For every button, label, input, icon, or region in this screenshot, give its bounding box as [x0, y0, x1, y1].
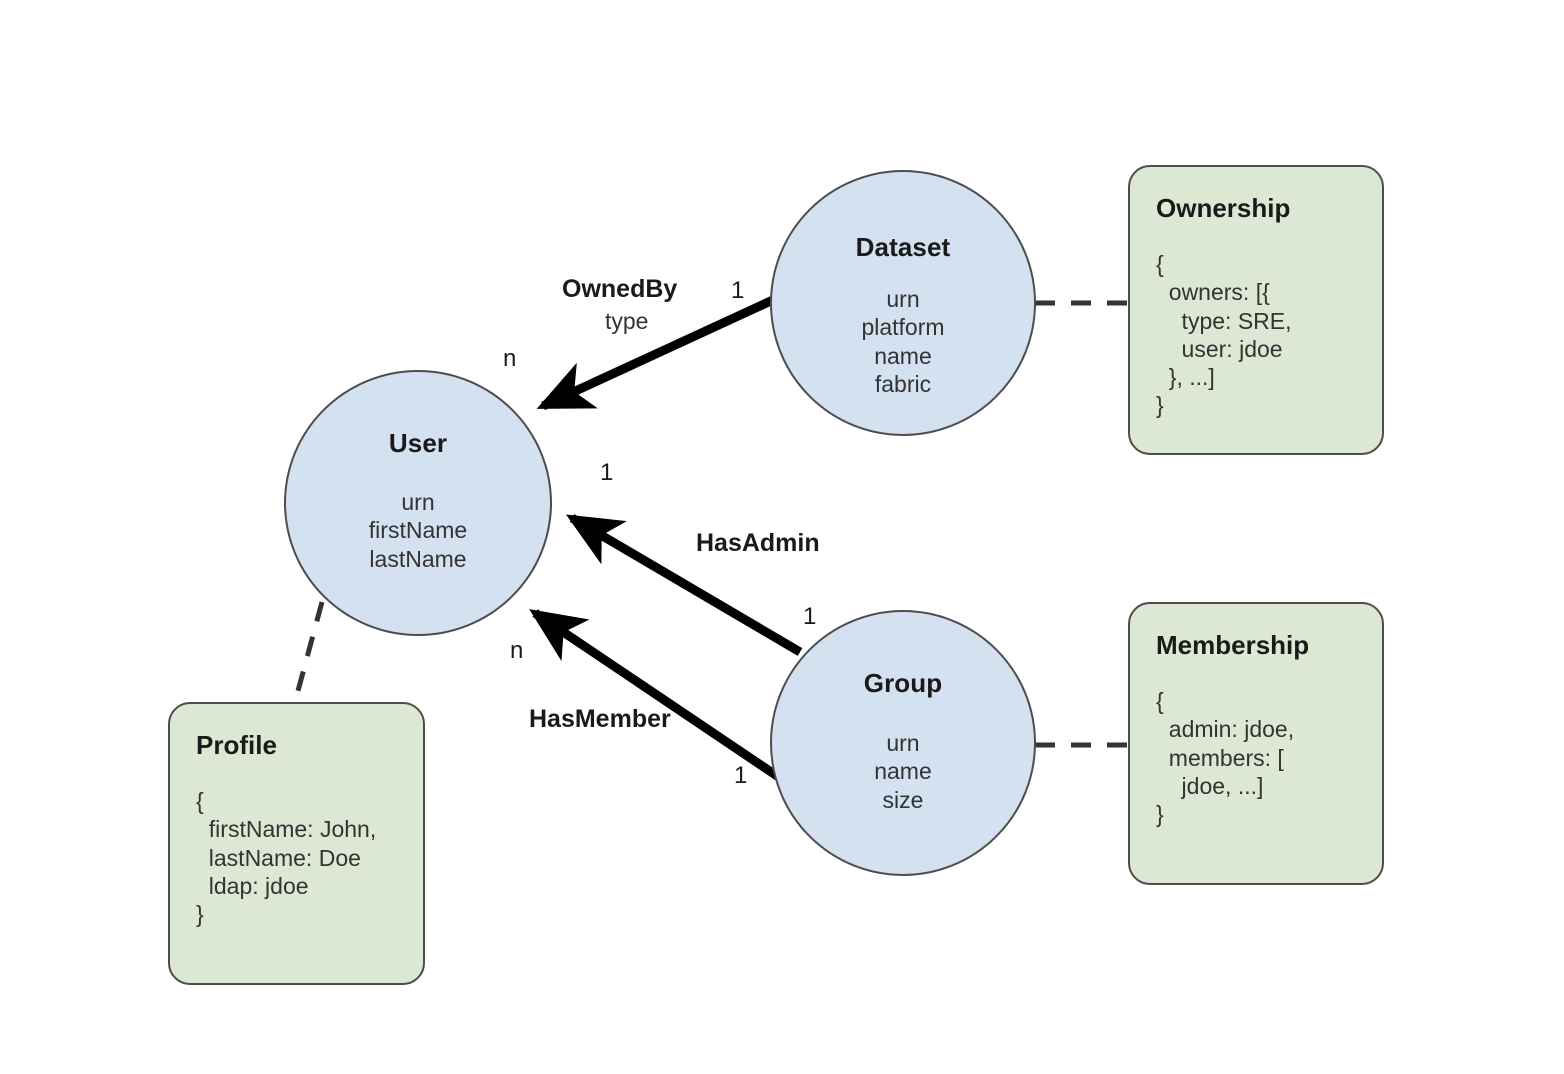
entity-user-title: User	[388, 428, 448, 458]
entity-dataset[interactable]: Dataset urn platform name fabric	[770, 170, 1036, 436]
entity-dataset-attributes: urn platform name fabric	[861, 286, 945, 397]
aspect-membership-body: { admin: jdoe, members: [ jdoe, ...] }	[1156, 688, 1295, 828]
edge-sublabel-ownedby-type: type	[605, 308, 649, 334]
edge-label-hasadmin: HasAdmin	[696, 529, 820, 557]
aspect-link-user-profile	[292, 601, 325, 703]
entity-group-title: Group	[863, 668, 943, 698]
aspect-profile-title: Profile	[196, 730, 277, 760]
aspect-ownership[interactable]: Ownership { owners: [{ type: SRE, user: …	[1128, 165, 1384, 455]
aspect-profile-body: { firstName: John, lastName: Doe ldap: j…	[196, 788, 377, 928]
cardinality-ownedby-dataset: 1	[731, 277, 745, 304]
entity-user-attributes: urn firstName lastName	[368, 489, 468, 572]
cardinality-hasadmin-user: 1	[600, 459, 614, 486]
cardinality-hasmember-group: 1	[734, 762, 748, 789]
edge-label-hasmember: HasMember	[529, 705, 671, 733]
edge-label-ownedby: OwnedBy	[562, 275, 678, 303]
entity-dataset-title: Dataset	[855, 232, 951, 262]
entity-group[interactable]: Group urn name size	[770, 610, 1036, 876]
aspect-ownership-title: Ownership	[1156, 193, 1291, 223]
aspect-profile[interactable]: Profile { firstName: John, lastName: Doe…	[168, 702, 425, 985]
entity-group-attributes: urn name size	[874, 730, 932, 813]
aspect-membership-title: Membership	[1156, 630, 1310, 660]
cardinality-hasadmin-group: 1	[803, 603, 817, 630]
aspect-membership[interactable]: Membership { admin: jdoe, members: [ jdo…	[1128, 602, 1384, 885]
edge-hasadmin	[565, 514, 803, 656]
edge-ownedby	[536, 294, 777, 411]
edge-hasmember	[529, 609, 789, 786]
cardinality-ownedby-user: n	[503, 345, 517, 372]
aspect-ownership-body: { owners: [{ type: SRE, user: jdoe }, ..…	[1156, 251, 1292, 419]
entity-user[interactable]: User urn firstName lastName	[284, 370, 552, 636]
cardinality-hasmember-user: n	[510, 637, 524, 664]
